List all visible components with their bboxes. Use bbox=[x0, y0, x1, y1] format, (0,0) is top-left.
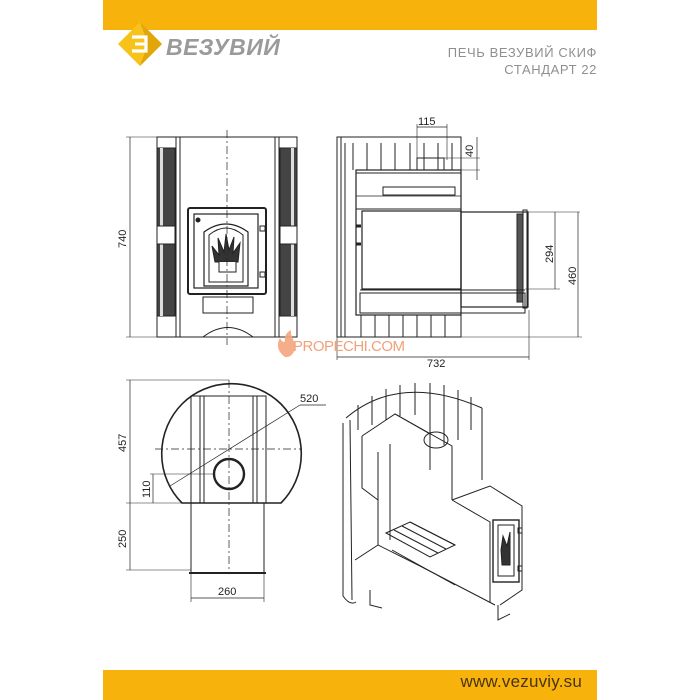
dim-side-top-width: 115 bbox=[418, 116, 436, 128]
dim-top-radius-depth: 457 bbox=[117, 434, 129, 452]
dim-side-total-depth: 732 bbox=[427, 358, 445, 370]
footer-band bbox=[103, 670, 597, 700]
front-view bbox=[126, 130, 298, 345]
dim-top-chimney-offset: 110 bbox=[141, 480, 153, 498]
watermark: PROPECHI.COM bbox=[293, 338, 405, 355]
brand-name: ВЕЗУВИЙ bbox=[166, 34, 281, 60]
isometric-cutaway-view bbox=[342, 383, 523, 621]
dim-top-tunnel-length: 250 bbox=[117, 530, 129, 548]
header-band bbox=[103, 0, 597, 30]
vezuviy-diamond-logo-icon bbox=[118, 22, 162, 66]
product-title-line1: ПЕЧЬ ВЕЗУВИЙ СКИФ bbox=[447, 45, 597, 60]
product-title-line2: СТАНДАРТ 22 bbox=[504, 62, 597, 77]
dim-top-tunnel-width: 260 bbox=[218, 586, 236, 598]
dim-top-diameter: 520 bbox=[300, 393, 318, 405]
side-view bbox=[336, 124, 582, 360]
flame-icon bbox=[277, 330, 295, 358]
footer-website-link[interactable]: www.vezuviy.su bbox=[460, 672, 582, 691]
product-title: ПЕЧЬ ВЕЗУВИЙ СКИФ СТАНДАРТ 22 bbox=[448, 44, 597, 78]
dim-side-tunnel-height: 460 bbox=[567, 267, 579, 285]
dim-side-door-height: 294 bbox=[544, 245, 556, 263]
dim-front-height: 740 bbox=[117, 230, 129, 248]
dim-side-top-height: 40 bbox=[464, 145, 476, 157]
top-view bbox=[126, 379, 326, 602]
